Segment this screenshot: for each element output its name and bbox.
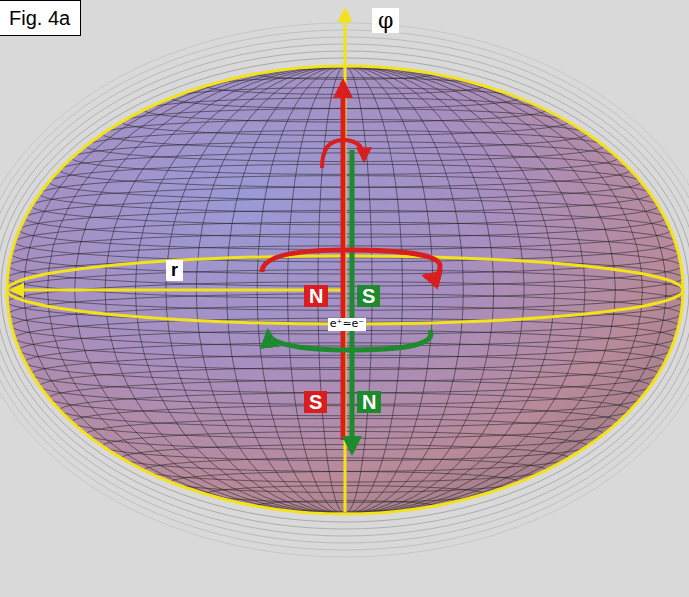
node-text: S bbox=[362, 285, 375, 307]
pole-label: S bbox=[357, 285, 380, 307]
radius-arrow bbox=[12, 289, 345, 292]
node-text: Fig. 4a bbox=[9, 7, 70, 29]
pole-label: S bbox=[304, 391, 327, 413]
phi-axis bbox=[344, 10, 347, 512]
pole-label: N bbox=[357, 391, 381, 413]
red-dipole-arrow bbox=[341, 82, 346, 440]
red-spin-arrow bbox=[262, 250, 440, 277]
green-spin-arrow bbox=[268, 330, 431, 350]
radius-label: r bbox=[166, 260, 183, 281]
pole-label: N bbox=[304, 285, 328, 307]
node-text: N bbox=[309, 285, 323, 307]
node-text: S bbox=[309, 391, 322, 413]
green-dipole-arrow bbox=[350, 150, 355, 452]
red-small-spin bbox=[322, 140, 364, 168]
node-text: N bbox=[362, 391, 376, 413]
charge-label: e⁺≃e⁻ bbox=[328, 318, 366, 331]
figure-tag: Fig. 4a bbox=[0, 0, 81, 36]
axis-label: φ bbox=[372, 8, 399, 33]
